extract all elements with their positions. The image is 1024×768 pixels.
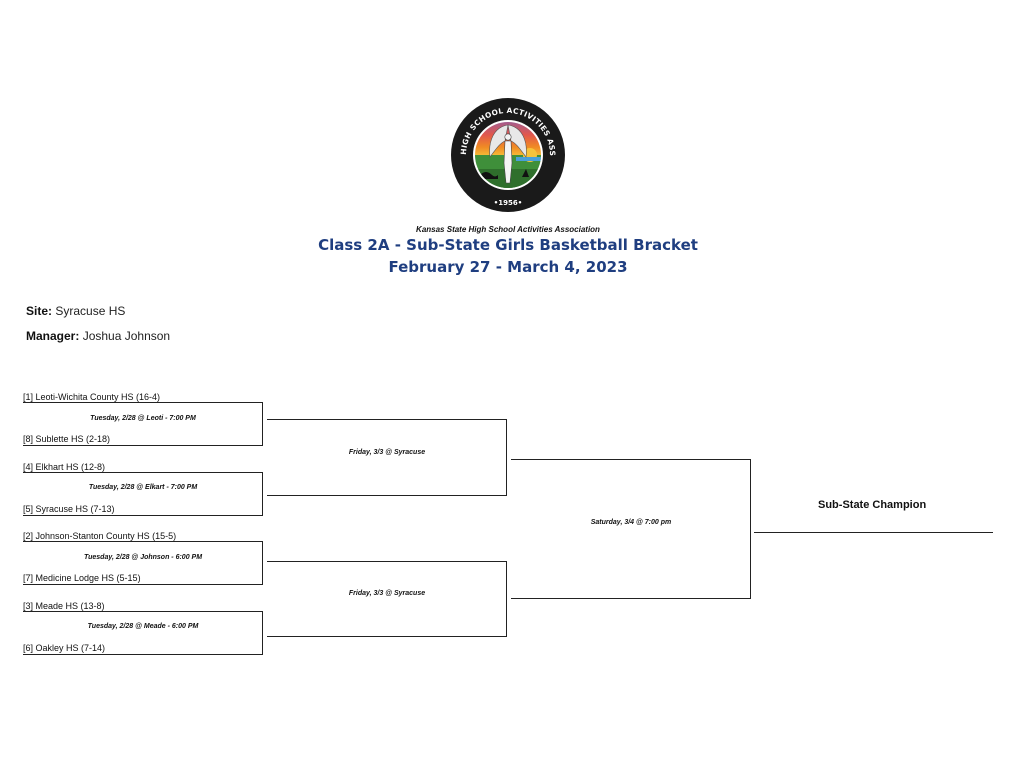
- team-entry: [7] Medicine Lodge HS (5-15): [23, 573, 141, 583]
- manager-label: Manager:: [26, 329, 80, 343]
- game-info-round1: Tuesday, 2/28 @ Meade - 6:00 PM: [87, 623, 199, 630]
- bracket-line: [262, 402, 263, 446]
- bracket-line: [23, 584, 263, 585]
- team-entry: [2] Johnson-Stanton County HS (15-5): [23, 531, 177, 541]
- game-info-semifinal: Friday, 3/3 @ Syracuse: [348, 449, 426, 456]
- game-info-final: Saturday, 3/4 @ 7:00 pm: [590, 519, 672, 526]
- team-entry: [5] Syracuse HS (7-13): [23, 504, 115, 514]
- bracket-line: [267, 495, 507, 496]
- team-entry: [6] Oakley HS (7-14): [23, 643, 106, 653]
- team-entry: [3] Meade HS (13-8): [23, 601, 105, 611]
- champion-line: [754, 532, 993, 533]
- bracket-line: [23, 472, 263, 473]
- bracket-line: [23, 654, 263, 655]
- team-entry: [4] Elkhart HS (12-8): [23, 462, 106, 472]
- bracket-line: [23, 541, 263, 542]
- team-entry: [8] Sublette HS (2-18): [23, 434, 111, 444]
- site-label: Site:: [26, 304, 53, 318]
- bracket-line: [262, 541, 263, 585]
- bracket-line: [267, 419, 507, 420]
- khsaa-seal-logo: KANSAS STATE HIGH SCHOOL ACTIVITIES ASSO…: [447, 90, 566, 213]
- svg-text:•1956•: •1956•: [494, 199, 522, 207]
- game-info-round1: Tuesday, 2/28 @ Leoti - 7:00 PM: [90, 415, 196, 422]
- page-dates: February 27 - March 4, 2023: [388, 258, 628, 276]
- champion-label: Sub-State Champion: [818, 499, 927, 511]
- bracket-line: [506, 561, 507, 637]
- bracket-line: [23, 611, 263, 612]
- team-entry: [1] Leoti-Wichita County HS (16-4): [23, 392, 161, 402]
- bracket-line: [267, 636, 507, 637]
- bracket-line: [511, 459, 751, 460]
- game-info-round1: Tuesday, 2/28 @ Johnson - 6:00 PM: [83, 554, 203, 561]
- page-title: Class 2A - Sub-State Girls Basketball Br…: [318, 236, 698, 254]
- manager-info: Manager: Joshua Johnson: [26, 329, 170, 343]
- bracket-line: [750, 459, 751, 599]
- site-value: Syracuse HS: [55, 304, 126, 318]
- site-info: Site: Syracuse HS: [26, 304, 125, 318]
- bracket-line: [262, 611, 263, 655]
- bracket-line: [506, 419, 507, 496]
- bracket-line: [23, 445, 263, 446]
- manager-value: Joshua Johnson: [82, 329, 171, 343]
- bracket-line: [267, 561, 507, 562]
- bracket-line: [23, 515, 263, 516]
- organization-name: Kansas State High School Activities Asso…: [416, 225, 600, 234]
- bracket-line: [23, 402, 263, 403]
- bracket-line: [262, 472, 263, 516]
- game-info-semifinal: Friday, 3/3 @ Syracuse: [348, 590, 426, 597]
- game-info-round1: Tuesday, 2/28 @ Elkart - 7:00 PM: [88, 484, 198, 491]
- bracket-line: [511, 598, 751, 599]
